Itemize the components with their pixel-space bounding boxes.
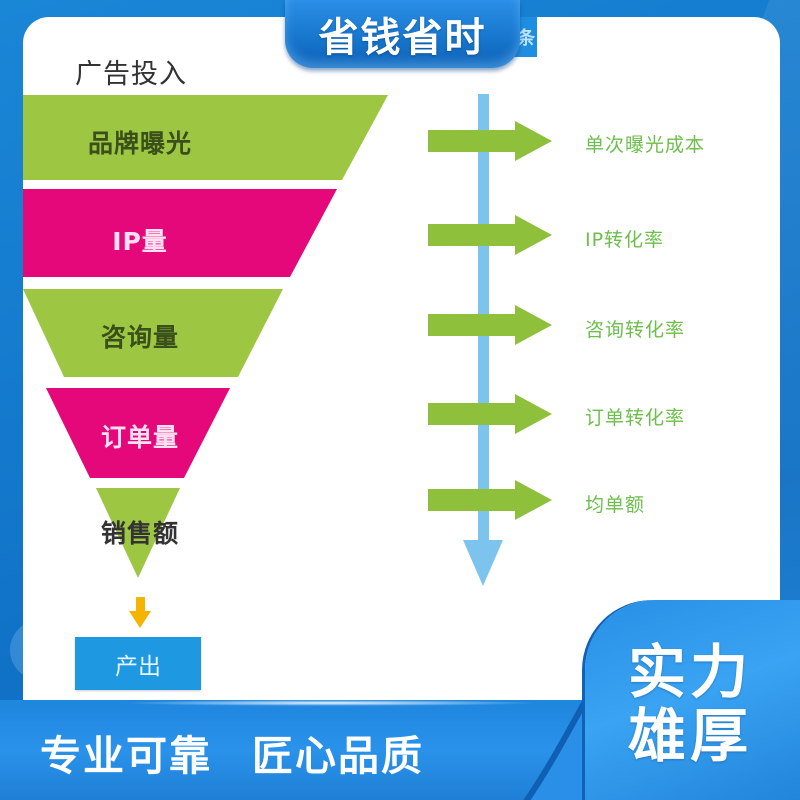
badge-line-1: 实力 (628, 638, 753, 706)
strength-badge (585, 600, 800, 800)
output-box: 产出 (75, 637, 201, 690)
metric-label: 咨询转化率 (585, 319, 686, 341)
funnel-layer-label: 咨询量 (100, 323, 179, 352)
metric-label: 单次曝光成本 (585, 134, 706, 156)
arrow-right-icon (428, 215, 552, 255)
funnel-layer-label: IP量 (112, 227, 168, 256)
page-title: 省钱省时 (285, 0, 520, 68)
funnel-layer-label: 品牌曝光 (87, 129, 192, 158)
funnel-heading: 广告投入 (75, 59, 187, 90)
footer-glow (120, 700, 540, 706)
funnel-layer-3-shape (23, 289, 283, 377)
tagline-right: 匠心品质 (252, 732, 424, 780)
funnel-layer-label: 订单量 (100, 423, 179, 452)
metric-label: IP转化率 (585, 229, 665, 251)
tagline-left: 专业可靠 (40, 732, 212, 780)
funnel-layer-2-shape (23, 189, 337, 277)
metric-label: 订单转化率 (585, 407, 686, 429)
metric-arrows (428, 121, 552, 520)
funnel-layer-4-shape (46, 388, 230, 478)
arrow-right-icon (428, 121, 552, 161)
footer-tagline: 专业可靠匠心品质 (40, 722, 424, 782)
funnel-layer-5-shape (96, 488, 180, 578)
output-arrow-icon (129, 597, 151, 628)
arrow-right-icon (428, 480, 552, 520)
badge-text: 实力 雄厚 (628, 640, 778, 768)
timeline-axis-icon (463, 94, 503, 586)
badge-line-2: 雄厚 (628, 702, 753, 770)
funnel-layer-1-shape (23, 95, 388, 180)
arrow-right-icon (428, 394, 552, 434)
funnel-layer-label: 销售额 (100, 519, 179, 548)
metric-label: 均单额 (585, 494, 646, 516)
arrow-right-icon (428, 305, 552, 345)
